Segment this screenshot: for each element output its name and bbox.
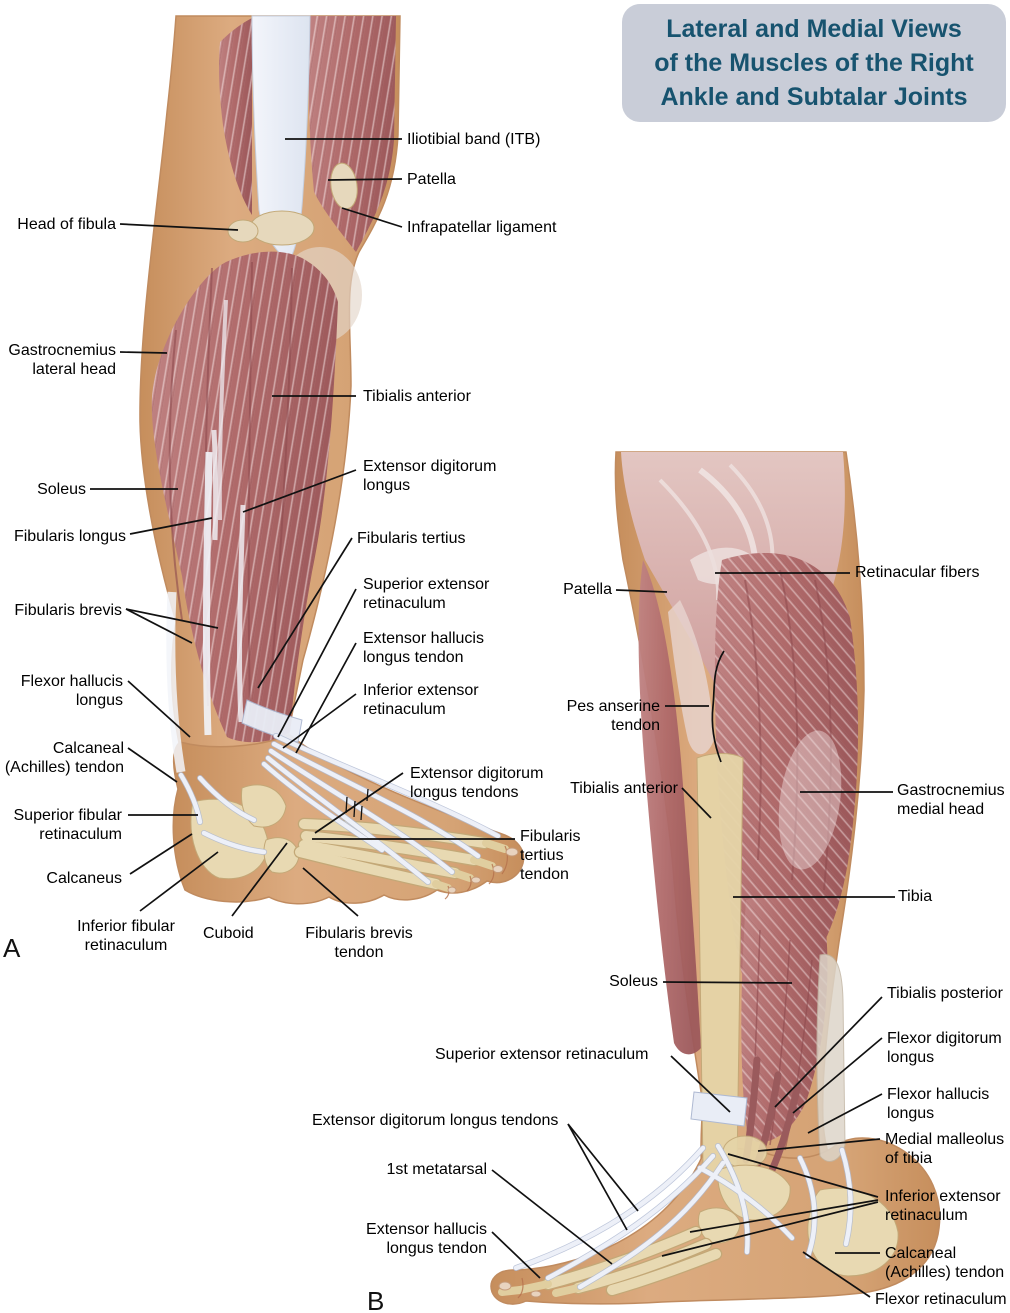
- label-extensor-hallucis-longus-tendon-a: Extensor hallucis longus tendon: [363, 630, 484, 666]
- label-gastrocnemius-medial-head: Gastrocnemius medial head: [897, 782, 1005, 818]
- label-calcaneal-achilles-tendon-a: Calcaneal (Achilles) tendon: [4, 740, 124, 776]
- extensor-retinaculum-band-a: [241, 699, 303, 743]
- label-extensor-digitorum-longus-tendons-b: Extensor digitorum longus tendons: [312, 1112, 559, 1129]
- leader-lines: [90, 138, 895, 1298]
- label-fibularis-brevis: Fibularis brevis: [14, 602, 122, 619]
- label-extensor-digitorum-longus: Extensor digitorum longus: [363, 458, 497, 494]
- label-patella-a: Patella: [407, 171, 456, 188]
- label-flexor-digitorum-longus: Flexor digitorum longus: [887, 1030, 1002, 1066]
- label-infrapatellar-ligament: Infrapatellar ligament: [407, 219, 557, 236]
- label-fibularis-brevis-tendon: Fibularis brevis tendon: [305, 925, 413, 961]
- title-line-1: Lateral and Medial Views: [666, 15, 962, 43]
- label-fibularis-tertius-tendon: Fibularis tertius tendon: [520, 828, 581, 883]
- label-retinacular-fibers: Retinacular fibers: [855, 564, 980, 581]
- label-iliotibial-band: Iliotibial band (ITB): [407, 131, 541, 148]
- figure-b-illustration: [490, 451, 941, 1305]
- tibialis-anterior-shape-b: [638, 560, 701, 1055]
- label-flexor-retinaculum: Flexor retinaculum: [875, 1291, 1007, 1308]
- label-extensor-hallucis-longus-tendon-b: Extensor hallucis longus tendon: [366, 1221, 487, 1257]
- label-flexor-hallucis-longus: Flexor hallucis longus: [20, 673, 123, 709]
- figure-b-letter: B: [367, 1286, 385, 1313]
- cuboid-shape: [263, 837, 300, 874]
- toenails-a: [447, 847, 519, 894]
- achilles-tendon-shape-a: [166, 591, 186, 773]
- achilles-tendon-shape-b: [816, 954, 846, 1162]
- label-fibularis-tertius: Fibularis tertius: [357, 530, 466, 547]
- label-cuboid: Cuboid: [203, 925, 254, 942]
- fibula-head-shape: [227, 219, 259, 243]
- label-superior-extensor-retinaculum-b: Superior extensor retinaculum: [435, 1046, 649, 1063]
- pes-anserine-shape: [668, 600, 714, 755]
- label-calcaneus: Calcaneus: [46, 870, 122, 887]
- pes-anserine-bracket: [711, 650, 725, 763]
- label-medial-malleolus-of-tibia: Medial malleolus of tibia: [885, 1131, 1005, 1167]
- toenails-b: [498, 1281, 542, 1298]
- label-first-metatarsal: 1st metatarsal: [386, 1161, 487, 1178]
- label-superior-fibular-retinaculum: Superior fibular retinaculum: [13, 807, 123, 843]
- label-tibialis-anterior-b: Tibialis anterior: [570, 780, 678, 797]
- figure-a-letter: A: [3, 933, 21, 963]
- label-inferior-extensor-retinaculum-a: Inferior extensor retinaculum: [363, 682, 479, 718]
- title-line-2: of the Muscles of the Right: [654, 49, 974, 77]
- label-soleus-b: Soleus: [609, 973, 658, 990]
- label-fibularis-longus: Fibularis longus: [13, 528, 126, 545]
- label-tibialis-posterior: Tibialis posterior: [887, 985, 1003, 1002]
- title-box: Lateral and Medial Views of the Muscles …: [622, 4, 1006, 122]
- calcaneus-shape-b: [807, 1187, 899, 1277]
- foot-tendons-a: [178, 733, 501, 885]
- label-flexor-hallucis-longus-b: Flexor hallucis longus: [887, 1086, 990, 1122]
- figure-a-illustration: [139, 15, 525, 905]
- label-gastrocnemius-lateral-head: Gastrocnemius lateral head: [8, 342, 116, 378]
- label-head-of-fibula: Head of fibula: [17, 216, 116, 233]
- sup-ext-retinaculum-band-b: [690, 1091, 748, 1127]
- label-pes-anserine-tendon: Pes anserine tendon: [566, 698, 660, 734]
- label-inferior-fibular-retinaculum: Inferior fibular retinaculum: [77, 918, 175, 954]
- label-calcaneal-achilles-tendon-b: Calcaneal (Achilles) tendon: [885, 1245, 1005, 1281]
- label-patella-b: Patella: [563, 581, 612, 598]
- label-tibialis-anterior-a: Tibialis anterior: [363, 388, 471, 405]
- label-inferior-extensor-retinaculum-b: Inferior extensor retinaculum: [885, 1188, 1001, 1224]
- foot-tendons-b: [513, 1143, 854, 1290]
- label-tibia: Tibia: [898, 888, 933, 905]
- label-extensor-digitorum-longus-tendons-a: Extensor digitorum longus tendons: [410, 765, 544, 801]
- knee-bone-shape: [249, 210, 315, 246]
- label-soleus-a: Soleus: [37, 481, 86, 498]
- title-line-3: Ankle and Subtalar Joints: [660, 83, 968, 111]
- label-superior-extensor-retinaculum-a: Superior extensor retinaculum: [363, 576, 490, 612]
